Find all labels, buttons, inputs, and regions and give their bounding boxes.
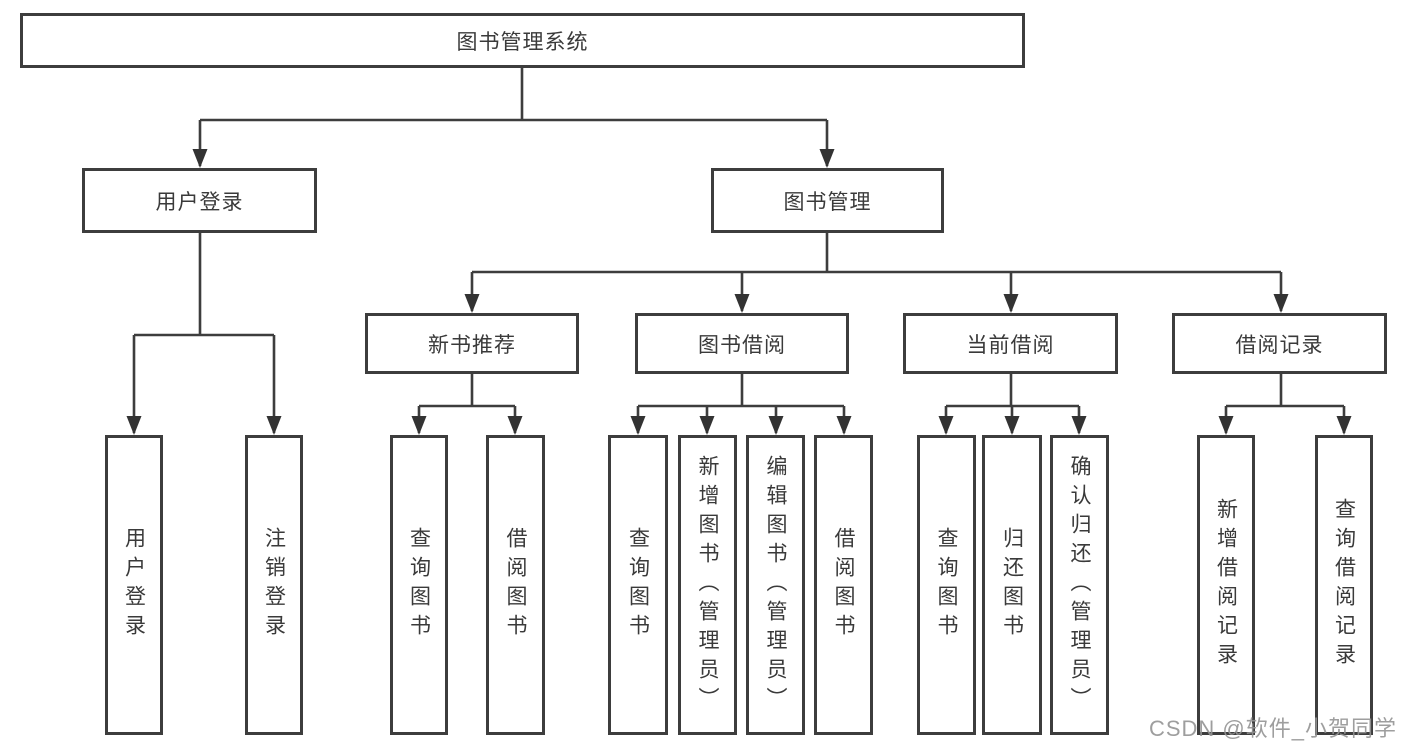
node-label: 图书借阅 [698,333,786,357]
node-book-management-module: 图书管理 [711,168,944,233]
node-label: 图书管理系统 [456,30,589,54]
node-label: 新书推荐 [428,333,516,357]
node-label: 查询图书 [407,527,431,643]
node-borrowing-records: 借阅记录 [1172,313,1387,374]
connector-borrow-records-children [1224,374,1346,433]
connector-user-login-children [132,233,276,433]
node-root-system: 图书管理系统 [20,13,1025,68]
node-label: 查询借阅记录 [1332,498,1356,672]
node-user-login-module: 用户登录 [82,168,317,233]
leaf-confirm-return-admin: 确认归还（管理员） [1050,435,1109,735]
leaf-query-borrow-record: 查询借阅记录 [1315,435,1373,735]
node-label: 归还图书 [1000,527,1024,643]
leaf-add-borrow-record: 新增借阅记录 [1197,435,1255,735]
node-label: 注销登录 [262,527,286,643]
node-label: 编辑图书（管理员） [764,454,787,716]
connector-book-borrow-children [636,374,846,433]
node-label: 图书管理 [783,190,872,214]
node-book-borrowing: 图书借阅 [635,313,849,374]
leaf-user-login: 用户登录 [105,435,163,735]
leaf-query-books-recommend: 查询图书 [390,435,448,735]
leaf-return-books: 归还图书 [982,435,1042,735]
node-label: 借阅记录 [1235,333,1324,357]
node-label: 查询图书 [626,527,650,643]
node-label: 查询图书 [935,527,958,643]
leaf-borrow-books-recommend: 借阅图书 [486,435,545,735]
leaf-add-books-admin: 新增图书（管理员） [678,435,737,735]
leaf-logout: 注销登录 [245,435,303,735]
leaf-query-books-borrow: 查询图书 [608,435,668,735]
node-label: 借阅图书 [504,527,527,643]
leaf-edit-books-admin: 编辑图书（管理员） [746,435,805,735]
connector-root-to-level2 [198,68,829,166]
node-label: 借阅图书 [832,527,855,643]
node-label: 用户登录 [122,527,146,643]
node-label: 新增借阅记录 [1214,498,1238,672]
csdn-watermark: CSDN @软件_小贺同学 [1148,716,1397,741]
node-label: 用户登录 [155,190,244,214]
node-label: 新增图书（管理员） [696,454,719,716]
leaf-query-books-current: 查询图书 [917,435,976,735]
node-label: 确认归还（管理员） [1068,454,1091,716]
node-current-borrowing: 当前借阅 [903,313,1118,374]
node-label: 当前借阅 [966,333,1055,357]
node-new-book-recommend: 新书推荐 [365,313,579,374]
connector-new-book-children [417,374,517,433]
arrowheads [126,149,1352,435]
connector-book-mgmt-children [470,233,1283,311]
leaf-borrow-books: 借阅图书 [814,435,873,735]
